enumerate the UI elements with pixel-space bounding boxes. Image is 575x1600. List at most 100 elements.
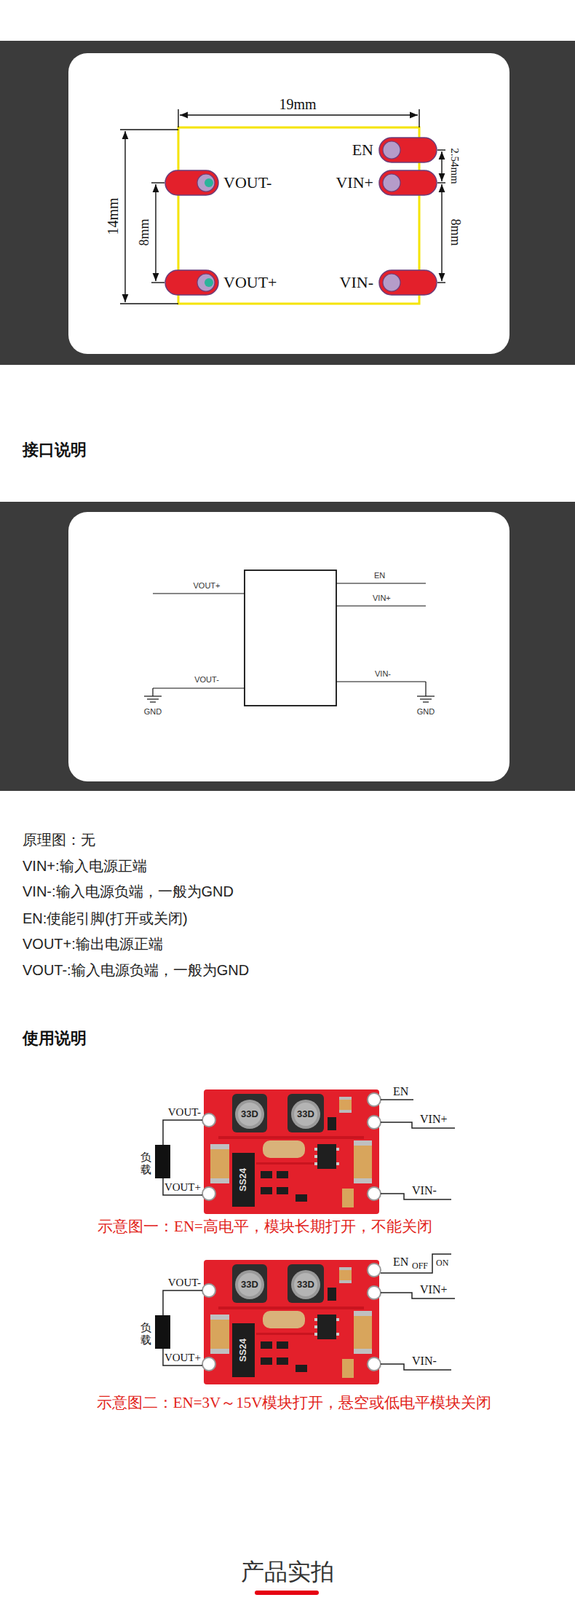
description-line: VOUT+:输出电源正端 [22,934,164,953]
drawing-part [163,1347,203,1365]
module-board [202,1259,381,1384]
drawing-part [120,302,179,304]
description-line: VOUT-:输入电源负端，一般为GND [22,960,249,979]
pin-label: VIN+ [419,1111,447,1126]
drawing-part [336,582,426,584]
drawing-part [165,170,219,196]
part-marking: 33D [240,1278,259,1290]
pin-label: VIN+ [419,1281,447,1296]
pin-label: EN [393,1254,409,1268]
dark-band [0,40,575,365]
pin-label: VIN+ [335,173,374,193]
dark-band [0,501,575,791]
description-line: VIN+:输入电源正端 [22,856,148,875]
drawing-part [336,680,426,682]
section-heading: 使用说明 [22,1028,87,1048]
drawing-part [197,173,215,192]
drawing-part [441,184,442,281]
drawing-part [418,109,420,128]
description-line: EN:使能引脚(打开或关闭) [22,909,188,927]
pin-label: EN [393,1083,409,1098]
load-symbol [155,1314,171,1348]
state-label: ON [435,1256,449,1268]
dimension-label: 8mm [136,218,153,246]
drawing-part [124,131,126,303]
drawing-part [163,1177,203,1195]
title-underline [254,1589,319,1594]
pin-label: VOUT- [168,1104,201,1118]
drawing-part [151,281,165,283]
description-line: VIN-:输入电源负端，一般为GND [22,882,234,900]
drawing-part [152,687,153,696]
part-marking: SS24 [237,1337,249,1362]
pin-label: VOUT- [223,173,272,193]
drawing-part [244,569,337,706]
drawing-part [177,109,179,128]
dimension-label: 2.54mm [448,147,462,185]
ground-label: GND [144,706,162,717]
dimension-label: 19mm [278,95,316,113]
drawing-part [152,592,245,594]
load-symbol [155,1144,171,1178]
pin-label: EN [352,140,374,160]
drawing-part [419,698,432,699]
pin-label: VOUT+ [164,1179,201,1193]
drawing-part [165,270,219,295]
wiring [163,1253,455,1370]
module-board [202,1088,381,1214]
drawing-part [379,137,437,163]
section-title: 产品实拍 [240,1556,335,1585]
pin-label: VIN- [411,1353,437,1367]
drawing-part [163,1119,203,1145]
drawing-part [155,184,156,281]
signal-label: VIN- [374,668,391,679]
drawing-part [437,281,446,283]
drawing-part [179,114,418,115]
dimension-lines [120,109,446,304]
state-label: OFF [411,1259,428,1271]
pin-label: VOUT+ [164,1350,201,1364]
drawing-part [437,181,446,183]
drawing-part [163,1289,203,1315]
pin-label: VIN- [411,1182,437,1197]
drawing-part [380,1253,452,1273]
section-heading: 接口说明 [22,440,87,460]
drawing-part [152,687,245,688]
white-panel [68,53,510,354]
caption: 示意图一：EN=高电平，模块长期打开，不能关闭 [97,1216,433,1236]
white-panel [68,511,510,781]
pin-label: VOUT- [168,1275,201,1289]
drawing-part [417,695,435,696]
dimension-label: 14mm [104,197,122,235]
wiring [163,1099,455,1199]
signal-label: VOUT+ [193,580,221,591]
signal-label: VOUT- [194,674,220,685]
drawing-part [147,698,159,699]
drawing-part [422,700,429,702]
drawing-part [144,695,162,696]
drawing-part [425,681,426,696]
drawing-part [197,273,215,292]
drawing-part [382,141,401,159]
drawing-part [379,170,437,196]
drawing-part [382,173,401,192]
caption: 示意图二：EN=3V～15V模块打开，悬空或低电平模块关闭 [96,1393,493,1412]
module-symbol [144,569,435,706]
pin-label: VOUT+ [223,272,278,292]
drawing-part [437,149,446,150]
part-marking: 33D [296,1278,315,1290]
dimension-label: 8mm [446,218,463,246]
signal-label: VIN+ [372,593,391,603]
ground-label: GND [417,706,435,717]
drawing-part [151,181,165,183]
load-label: 负载 [140,1321,152,1346]
description-line: 原理图：无 [22,830,96,848]
pin-pads [165,137,437,295]
drawing-part [441,151,442,182]
pin-label: VIN- [339,272,374,292]
drawing-part [204,278,214,287]
drawing-part [149,700,156,702]
part-marking: 33D [296,1107,315,1120]
